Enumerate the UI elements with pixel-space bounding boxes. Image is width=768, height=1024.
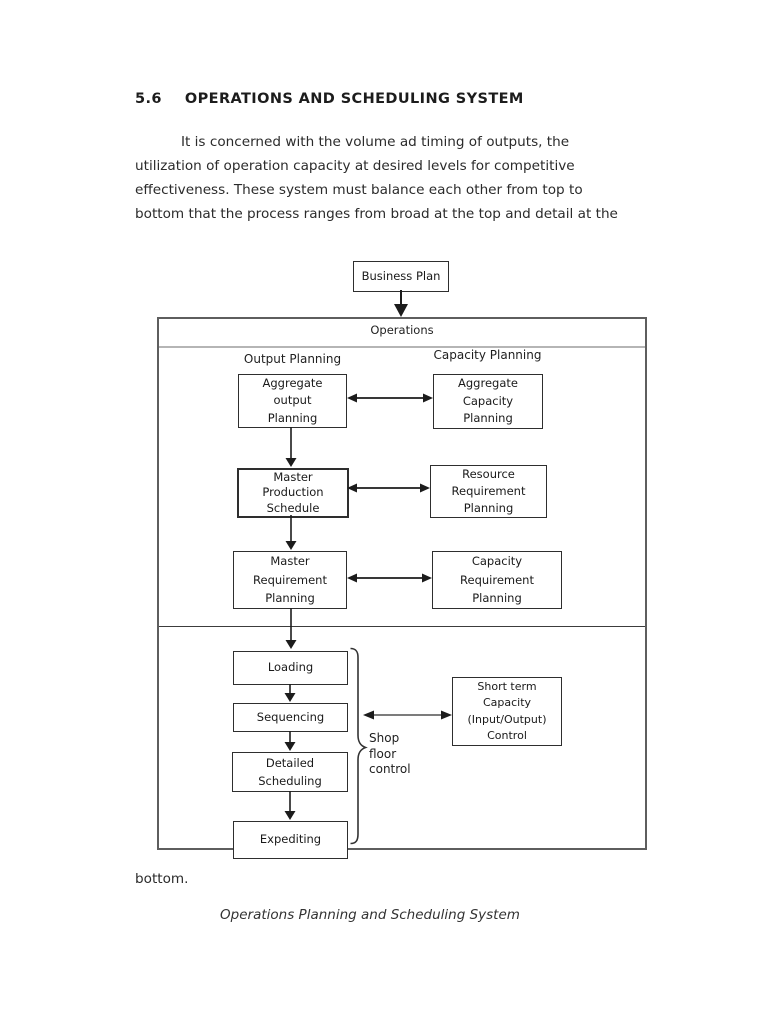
body-paragraph: It is concerned with the volume ad timin… <box>135 130 680 226</box>
operations-header-band: Operations <box>159 319 645 348</box>
box-resource-requirement-planning: Resource Requirement Planning <box>430 465 547 518</box>
box-detailed-scheduling: Detailed Scheduling <box>232 752 348 792</box>
box-aggregate-capacity-planning: Aggregate Capacity Planning <box>433 374 543 429</box>
paragraph-line: utilization of operation capacity at des… <box>135 158 575 174</box>
box-aggregate-output-planning: Aggregate output Planning <box>238 374 347 428</box>
box-expediting: Expediting <box>233 821 348 859</box>
section-divider-line <box>159 626 645 627</box>
capacity-planning-label: Capacity Planning <box>433 348 542 362</box>
section-heading: 5.6 OPERATIONS AND SCHEDULING SYSTEM <box>135 91 524 107</box>
box-short-term-capacity-control: Short term Capacity (Input/Output) Contr… <box>452 677 562 746</box>
section-title: OPERATIONS AND SCHEDULING SYSTEM <box>184 91 524 107</box>
box-business-plan: Business Plan <box>353 261 449 292</box>
box-sequencing: Sequencing <box>233 703 348 732</box>
output-planning-label: Output Planning <box>243 352 342 366</box>
closing-text: bottom. <box>135 871 189 887</box>
box-master-production-schedule: Master Production Schedule <box>237 468 349 518</box>
section-number: 5.6 <box>135 91 162 107</box>
paragraph-line: bottom that the process ranges from broa… <box>135 206 618 222</box>
box-loading: Loading <box>233 651 348 685</box>
paragraph-line: effectiveness. These system must balance… <box>135 182 583 198</box>
box-capacity-requirement-planning: Capacity Requirement Planning <box>432 551 562 609</box>
paragraph-line: It is concerned with the volume ad timin… <box>181 134 570 150</box>
box-master-requirement-planning: Master Requirement Planning <box>233 551 347 609</box>
arrowhead-icon <box>394 304 408 317</box>
figure-caption: Operations Planning and Scheduling Syste… <box>220 907 520 923</box>
shop-floor-control-label: Shop floor control <box>369 731 411 776</box>
